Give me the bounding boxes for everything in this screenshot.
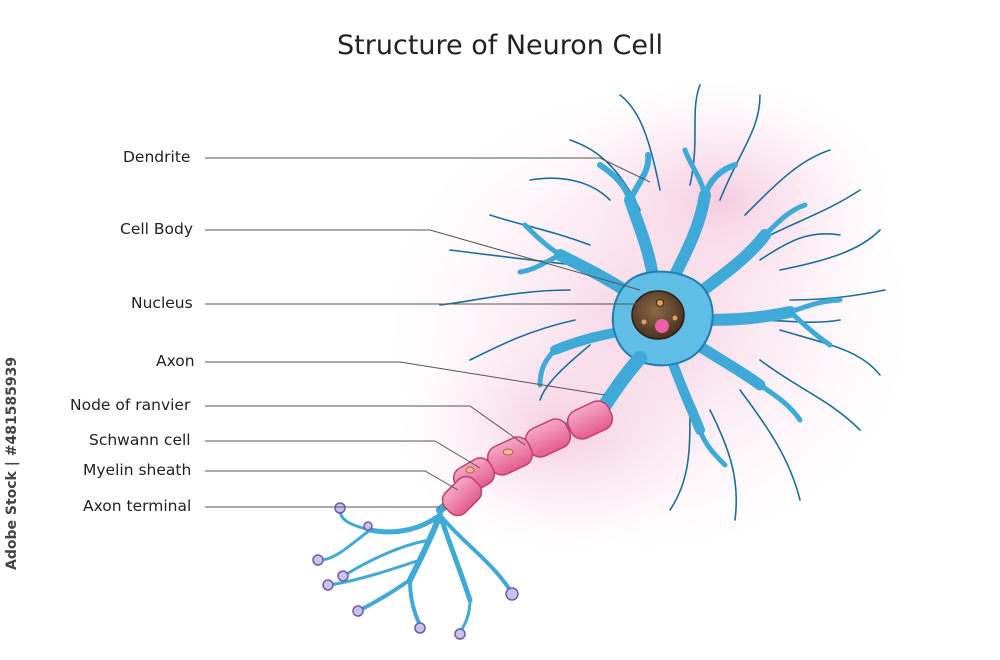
leader-schwann-cell — [205, 440, 481, 469]
synaptic-knobs — [312, 502, 519, 640]
nucleus-dot — [641, 319, 647, 325]
leader-cell-body — [205, 229, 641, 291]
schwann-cell — [566, 400, 614, 440]
leader-dendrite — [205, 157, 651, 183]
label-node-of-ranvier: Node of ranvier — [70, 396, 191, 414]
nucleus — [631, 290, 685, 340]
axon — [598, 351, 647, 412]
label-axon-terminal: Axon terminal — [83, 497, 192, 515]
nucleus-dot — [656, 299, 664, 307]
leader-lines — [205, 157, 651, 508]
dendrite-whiskers — [439, 84, 886, 521]
leader-myelin-sheath — [205, 470, 459, 491]
label-myelin-sheath: Myelin sheath — [83, 461, 192, 479]
label-dendrite: Dendrite — [123, 148, 191, 166]
schwann-nuclei — [465, 448, 514, 474]
leader-axon — [205, 361, 606, 396]
nucleus-dot — [672, 315, 678, 321]
myelin-sheath — [441, 400, 614, 517]
label-nucleus: Nucleus — [131, 294, 193, 312]
label-schwann-cell: Schwann cell — [89, 431, 191, 449]
nucleolus — [655, 319, 669, 333]
label-cell-body: Cell Body — [120, 220, 194, 238]
label-axon: Axon — [156, 352, 195, 370]
stock-id-watermark: Adobe Stock | #481585939 — [4, 356, 20, 570]
leader-node-of-ranvier — [205, 405, 526, 446]
diagram-title: Structure of Neuron Cell — [337, 30, 663, 61]
dendrite-branches — [517, 147, 843, 468]
